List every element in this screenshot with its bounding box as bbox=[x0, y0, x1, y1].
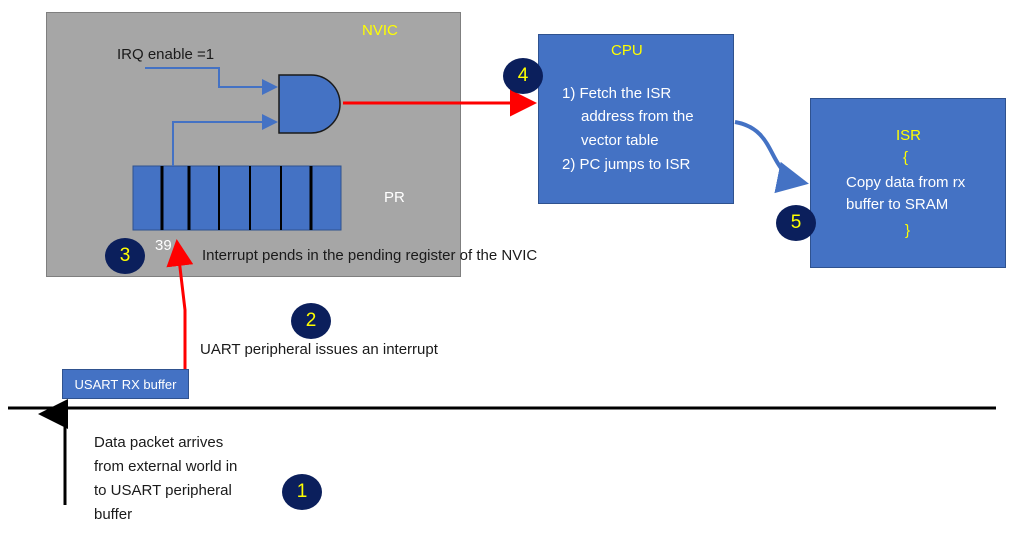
pr-label: PR bbox=[384, 189, 405, 206]
cpu-step1-line2: address from the bbox=[581, 108, 694, 125]
cpu-to-isr-arrow bbox=[734, 120, 809, 194]
cpu-step1-line1: 1) Fetch the ISR bbox=[562, 85, 672, 102]
pending-wire bbox=[172, 114, 278, 166]
isr-close-brace: } bbox=[905, 222, 911, 239]
nvic-box bbox=[46, 12, 461, 277]
badge-step-1: 1 bbox=[282, 474, 322, 510]
note-arrive-line3: to USART peripheral bbox=[94, 482, 232, 499]
note-arrive-line1: Data packet arrives bbox=[94, 434, 224, 451]
badge-step-2: 2 bbox=[291, 303, 331, 339]
and-gate bbox=[278, 74, 341, 134]
cpu-title: CPU bbox=[611, 42, 643, 59]
badge-step-3: 3 bbox=[105, 238, 145, 274]
note-arrive-line2: from external world in bbox=[94, 458, 238, 475]
pending-register bbox=[132, 165, 342, 231]
cpu-box bbox=[538, 34, 734, 204]
isr-line2: buffer to SRAM bbox=[846, 196, 949, 213]
nvic-title: NVIC bbox=[362, 22, 398, 39]
isr-box bbox=[810, 98, 1006, 268]
isr-line1: Copy data from rx bbox=[846, 174, 966, 191]
irq-enable-wire bbox=[145, 67, 278, 95]
note-pend: Interrupt pends in the pending register … bbox=[202, 247, 538, 264]
note-issue: UART peripheral issues an interrupt bbox=[200, 341, 438, 358]
note-arrive-line4: buffer bbox=[94, 506, 133, 523]
cpu-step2: 2) PC jumps to ISR bbox=[562, 156, 691, 173]
usart-rx-buffer: USART RX buffer bbox=[62, 369, 189, 399]
isr-title: ISR bbox=[896, 127, 922, 144]
badge-step-4: 4 bbox=[503, 58, 543, 94]
cpu-step1-line3: vector table bbox=[581, 132, 659, 149]
isr-open-brace: { bbox=[903, 149, 909, 166]
irq-enable-label: IRQ enable =1 bbox=[117, 46, 215, 63]
usart-to-register-arrow bbox=[166, 239, 194, 369]
badge-step-5: 5 bbox=[776, 205, 816, 241]
